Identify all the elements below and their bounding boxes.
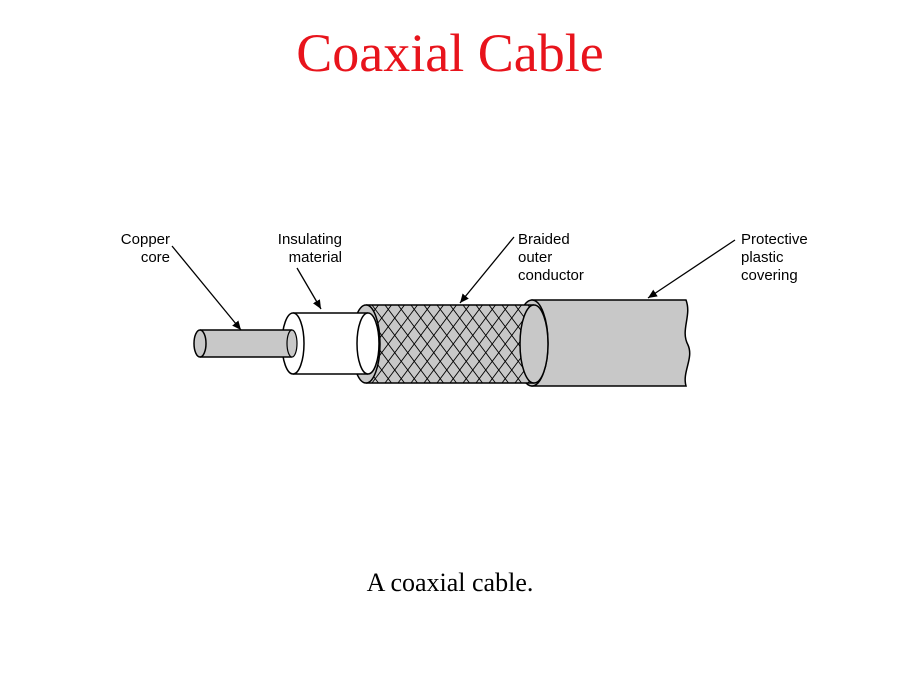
label-braided-outer-conductor: Braided outer conductor — [518, 231, 584, 284]
insulating-material — [281, 312, 380, 375]
figure-caption: A coaxial cable. — [366, 568, 534, 597]
label-copper-core: Copper core — [120, 231, 170, 266]
copper-core — [193, 329, 298, 358]
label-protective-plastic-covering: Protective plastic covering — [741, 231, 808, 284]
braid-strand — [488, 305, 534, 366]
label-insulating-material: Insulating material — [277, 231, 342, 266]
arrow-protective-covering — [647, 239, 736, 299]
arrow-copper-core — [171, 245, 242, 331]
page-title: Coaxial Cable — [296, 23, 604, 83]
arrow-insulating-material — [296, 267, 322, 310]
braided-conductor — [351, 304, 549, 384]
arrow-braided-conductor — [459, 236, 515, 304]
